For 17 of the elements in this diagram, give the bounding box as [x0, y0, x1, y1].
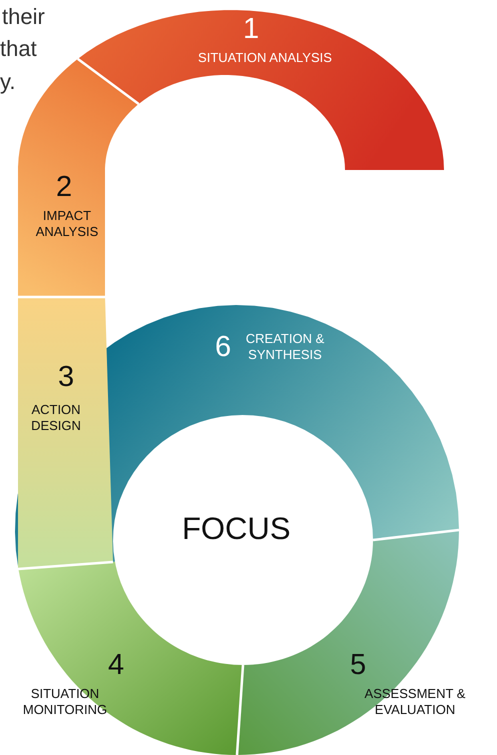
- step-label: CREATION & SYNTHESIS: [244, 331, 326, 363]
- step-number: 5: [350, 650, 366, 680]
- step-number: 3: [58, 362, 74, 392]
- step-label: ACTION DESIGN: [30, 402, 82, 434]
- step-label: IMPACT ANALYSIS: [34, 208, 100, 240]
- step-number: 2: [56, 172, 72, 202]
- fragment-text: that: [0, 36, 37, 62]
- fragment-text: y.: [0, 69, 16, 95]
- ring-segment: [78, 10, 444, 170]
- fragment-text: their: [2, 4, 45, 30]
- step-number: 6: [215, 332, 232, 362]
- center-label: FOCUS: [182, 511, 290, 547]
- ring-segment: [18, 58, 139, 297]
- step-number: 4: [108, 650, 124, 680]
- ring-segment: [18, 562, 243, 755]
- step-label: SITUATION ANALYSIS: [197, 50, 333, 66]
- step-number: 1: [243, 14, 260, 44]
